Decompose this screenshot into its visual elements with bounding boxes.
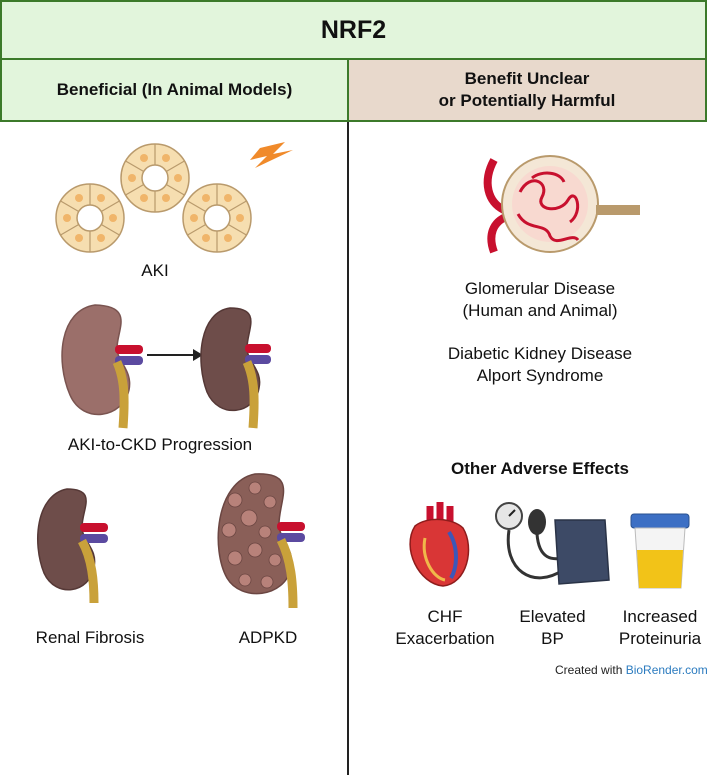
glomerular-label: Glomerular Disease (Human and Animal): [420, 278, 660, 322]
beneficial-header: Beneficial (In Animal Models): [0, 60, 349, 122]
chf-label: CHF Exacerbation: [385, 606, 505, 650]
proteinuria-line2: Proteinuria: [618, 629, 702, 648]
credit-text: Created with BioRender.com: [555, 663, 708, 677]
lightning-icon: [250, 142, 293, 168]
glomerular-line2: (Human and Animal): [462, 301, 618, 320]
proteinuria-label: Increased Proteinuria: [605, 606, 709, 650]
credit-prefix: Created with: [555, 663, 626, 677]
title: NRF2: [320, 15, 387, 44]
aki-ckd-label: AKI-to-CKD Progression: [67, 435, 253, 454]
diabetic-alport-label: Diabetic Kidney Disease Alport Syndrome: [420, 343, 660, 387]
tubule-cells-icon: [55, 142, 293, 253]
chf-line1: CHF: [427, 607, 463, 626]
aki-to-ckd-kidneys-icon: [61, 304, 271, 429]
fibrotic-kidney-icon: [37, 488, 108, 604]
credit-brand-link[interactable]: BioRender.com: [625, 663, 708, 677]
proteinuria-line1: Increased: [622, 607, 698, 626]
heart-icon: [409, 502, 470, 587]
chf-line2: Exacerbation: [395, 629, 495, 648]
blood-pressure-cuff-icon: [495, 502, 610, 585]
glomerular-line1: Glomerular Disease: [464, 279, 616, 298]
urine-cup-icon: [630, 513, 690, 589]
unclear-header-line2: or Potentially Harmful: [438, 91, 616, 110]
unclear-harmful-header-label: Benefit Unclear or Potentially Harmful: [439, 68, 616, 112]
diabetic-kidney-disease-label: Diabetic Kidney Disease: [447, 344, 633, 363]
renal-fibrosis-label: Renal Fibrosis: [35, 628, 145, 647]
polycystic-kidney-icon: [217, 473, 305, 609]
alport-syndrome-label: Alport Syndrome: [476, 366, 604, 385]
unclear-harmful-header: Benefit Unclear or Potentially Harmful: [349, 60, 707, 122]
unclear-header-line1: Benefit Unclear: [464, 69, 590, 88]
aki-label: AKI: [141, 261, 169, 280]
bp-label: Elevated BP: [500, 606, 605, 650]
glomerulus-icon: [483, 155, 640, 254]
adverse-effects-title: Other Adverse Effects: [451, 459, 629, 478]
bp-line1: Elevated: [519, 607, 586, 626]
title-banner: NRF2: [0, 0, 707, 60]
beneficial-header-label: Beneficial (In Animal Models): [56, 80, 293, 99]
adpkd-label: ADPKD: [238, 628, 298, 647]
column-divider: [347, 122, 349, 775]
bp-line2: BP: [541, 629, 564, 648]
